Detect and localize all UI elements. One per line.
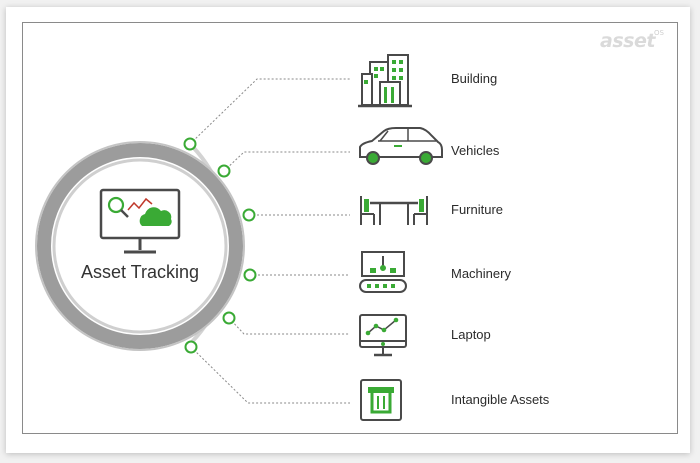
node-building	[183, 137, 197, 151]
node-vehicles	[217, 164, 231, 178]
furniture-icon	[360, 196, 428, 225]
hub-outer-edge	[35, 141, 245, 351]
brand-logo-suffix: OS	[654, 29, 664, 37]
item-label-furniture: Furniture	[451, 202, 504, 217]
hub-inner-ring	[52, 158, 228, 334]
laptop-icon	[359, 314, 407, 357]
connectors	[189, 78, 350, 404]
machinery-icon	[359, 251, 407, 293]
node-furniture	[242, 208, 256, 222]
intangible-assets-icon	[360, 379, 402, 421]
node-laptop	[222, 311, 236, 325]
connector-intangible	[190, 346, 350, 404]
hub-label: Asset Tracking	[80, 262, 200, 282]
connector-nodes	[183, 137, 257, 354]
node-machinery	[243, 268, 257, 282]
item-label-intangible: Intangible Assets	[451, 392, 550, 407]
connector-vehicles	[223, 151, 350, 172]
connector-laptop	[228, 317, 350, 335]
building-icon	[358, 54, 412, 108]
monitor-search-cloud-icon	[99, 188, 181, 254]
connector-building	[189, 78, 350, 145]
node-intangible	[184, 340, 198, 354]
brand-logo: asset	[600, 30, 655, 52]
item-label-machinery: Machinery	[451, 266, 511, 281]
item-label-vehicles: Vehicles	[451, 143, 500, 158]
item-label-laptop: Laptop	[451, 327, 491, 342]
diagram-frame	[22, 22, 678, 434]
item-label-building: Building	[451, 71, 498, 86]
car-icon	[359, 127, 443, 165]
